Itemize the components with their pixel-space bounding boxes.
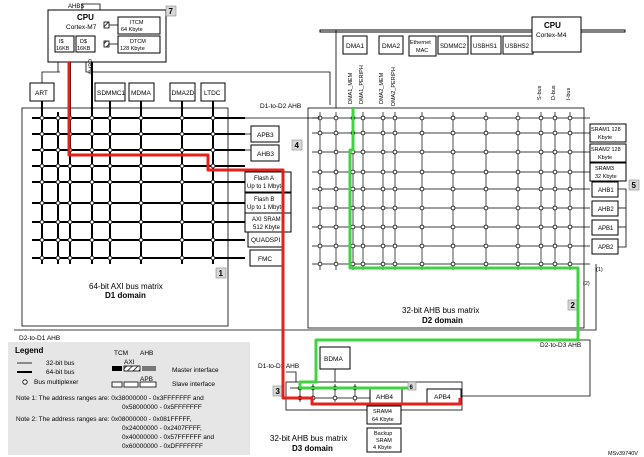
dcache-label: D$16KB xyxy=(77,39,91,52)
d2-domain-label: D2 domain xyxy=(422,316,463,325)
red-path xyxy=(67,62,462,406)
legend-32bit: 32-bit bus xyxy=(46,360,75,367)
slave-apb1: APB1 xyxy=(598,226,614,232)
note-ref-2: (2) xyxy=(583,281,590,287)
legend-axi-master-icon xyxy=(123,365,141,372)
d2-to-d3-label: D2-to-D3 AHB xyxy=(540,342,581,349)
legend-tcm-master-icon xyxy=(112,366,122,371)
note-ref-1: (1) xyxy=(596,267,603,273)
d1-masters: ART SDMMC1 MDMA DMA2D LTDC xyxy=(29,82,226,102)
legend-tcm: TCM xyxy=(114,350,128,357)
master-dma2d: DMA2D xyxy=(172,90,195,97)
legend-slave: Slave interface xyxy=(172,381,215,388)
cpu-m4-title: CPU xyxy=(544,21,561,30)
slave-quadspi: QUADSPI xyxy=(251,237,280,244)
green-path xyxy=(298,108,580,390)
master-mdma: MDMA xyxy=(131,90,152,97)
figure-id: MSv39740V xyxy=(608,451,638,457)
d3-domain-label: D3 domain xyxy=(292,444,333,453)
legend-apb: APB xyxy=(140,376,153,383)
slave-apb2: APB2 xyxy=(598,245,614,251)
master-usbhs2: USBHS2 xyxy=(505,44,530,50)
slave-apb4: APB4 xyxy=(434,394,451,401)
legend-64bit: 64-bit bus xyxy=(46,369,75,376)
master-ltdc: LTDC xyxy=(204,90,221,97)
sbus-label: S-bus xyxy=(537,85,543,100)
master-usbhs1: USBHS1 xyxy=(473,44,498,50)
d1-bus-matrix-grid xyxy=(32,112,245,264)
cpu-m4-subtitle: Cortex-M4 xyxy=(536,32,567,39)
cpu-m7-title: CPU xyxy=(77,13,94,22)
badge-6: 6 xyxy=(410,385,414,391)
port-dma2-periph: DMA2_PERIPH xyxy=(391,67,397,106)
d1-domain-label: D1 domain xyxy=(105,291,146,300)
legend-master: Master interface xyxy=(172,367,219,374)
d3-matrix-label: 32-bit AHB bus matrix xyxy=(270,434,347,443)
legend-note-1: Note 1: The address ranges are: 0x380000… xyxy=(16,395,206,411)
badge-4: 4 xyxy=(295,141,300,150)
d1-to-d2-label: D1-to-D2 AHB xyxy=(260,103,301,110)
legend-note-2: Note 2: The address ranges are: 0x080000… xyxy=(16,416,216,450)
cpu-m7-subtitle: Cortex-M7 xyxy=(66,24,97,31)
cpu-m4-block: CPU Cortex-M4 S-bus D-bus I-bus xyxy=(531,16,582,100)
port-dma2-mem: DMA2_MEM xyxy=(379,72,385,104)
badge-2: 2 xyxy=(571,301,576,310)
master-dma1: DMA1 xyxy=(346,43,364,50)
badge-5: 5 xyxy=(632,181,637,190)
ibus-label: I-bus xyxy=(566,88,572,100)
legend-mux-icon xyxy=(22,379,28,385)
d2-bus-matrix-grid xyxy=(312,112,590,270)
dbus-label: D-bus xyxy=(551,85,557,100)
port-dma1-periph: DMA1_PERIPH xyxy=(359,65,365,104)
legend-axi-slave-icon xyxy=(123,381,139,388)
legend-tcm-slave-icon xyxy=(111,381,123,388)
master-dma2: DMA2 xyxy=(382,43,400,50)
legend-apb-slave-icon xyxy=(139,381,157,388)
master-sdmmc2: SDMMC2 xyxy=(440,44,467,50)
d1-domain-frame xyxy=(21,107,229,327)
master-art: ART xyxy=(35,90,48,97)
legend-axi: AXI xyxy=(124,359,135,366)
ahbs-label: AHBS xyxy=(68,4,84,10)
icache-label: I$16KB xyxy=(56,39,70,52)
legend-title: Legend xyxy=(15,346,44,355)
badge-1: 1 xyxy=(219,269,224,278)
legend-ahb: AHB xyxy=(140,350,153,357)
badge-7: 7 xyxy=(169,7,174,16)
slave-apb3: APB3 xyxy=(257,132,274,139)
legend-ahb-master-icon xyxy=(142,366,156,371)
master-bdma: BDMA xyxy=(324,356,343,363)
legend-mux: Bus multiplexer xyxy=(34,379,79,386)
slave-fmc: FMC xyxy=(258,256,272,263)
badge-3: 3 xyxy=(276,387,281,396)
d1-matrix-label: 64-bit AXI bus matrix xyxy=(89,282,163,291)
d2-matrix-label: 32-bit AHB bus matrix xyxy=(402,306,479,315)
port-dma1-mem: DMA1_MEM xyxy=(348,72,354,104)
slave-ahb1: AHB1 xyxy=(598,188,614,194)
d1-to-d3-label: D1-to-D3 AHB xyxy=(258,363,299,370)
slave-ahb4: AHB4 xyxy=(376,394,393,401)
slave-ahb3: AHB3 xyxy=(257,151,274,158)
legend: Legend 32-bit bus 64-bit bus Bus multipl… xyxy=(8,342,250,455)
master-sdmmc1: SDMMC1 xyxy=(97,90,126,97)
d2-to-d1-label: D2-to-D1 AHB xyxy=(19,335,60,342)
slave-ahb2: AHB2 xyxy=(598,207,614,213)
